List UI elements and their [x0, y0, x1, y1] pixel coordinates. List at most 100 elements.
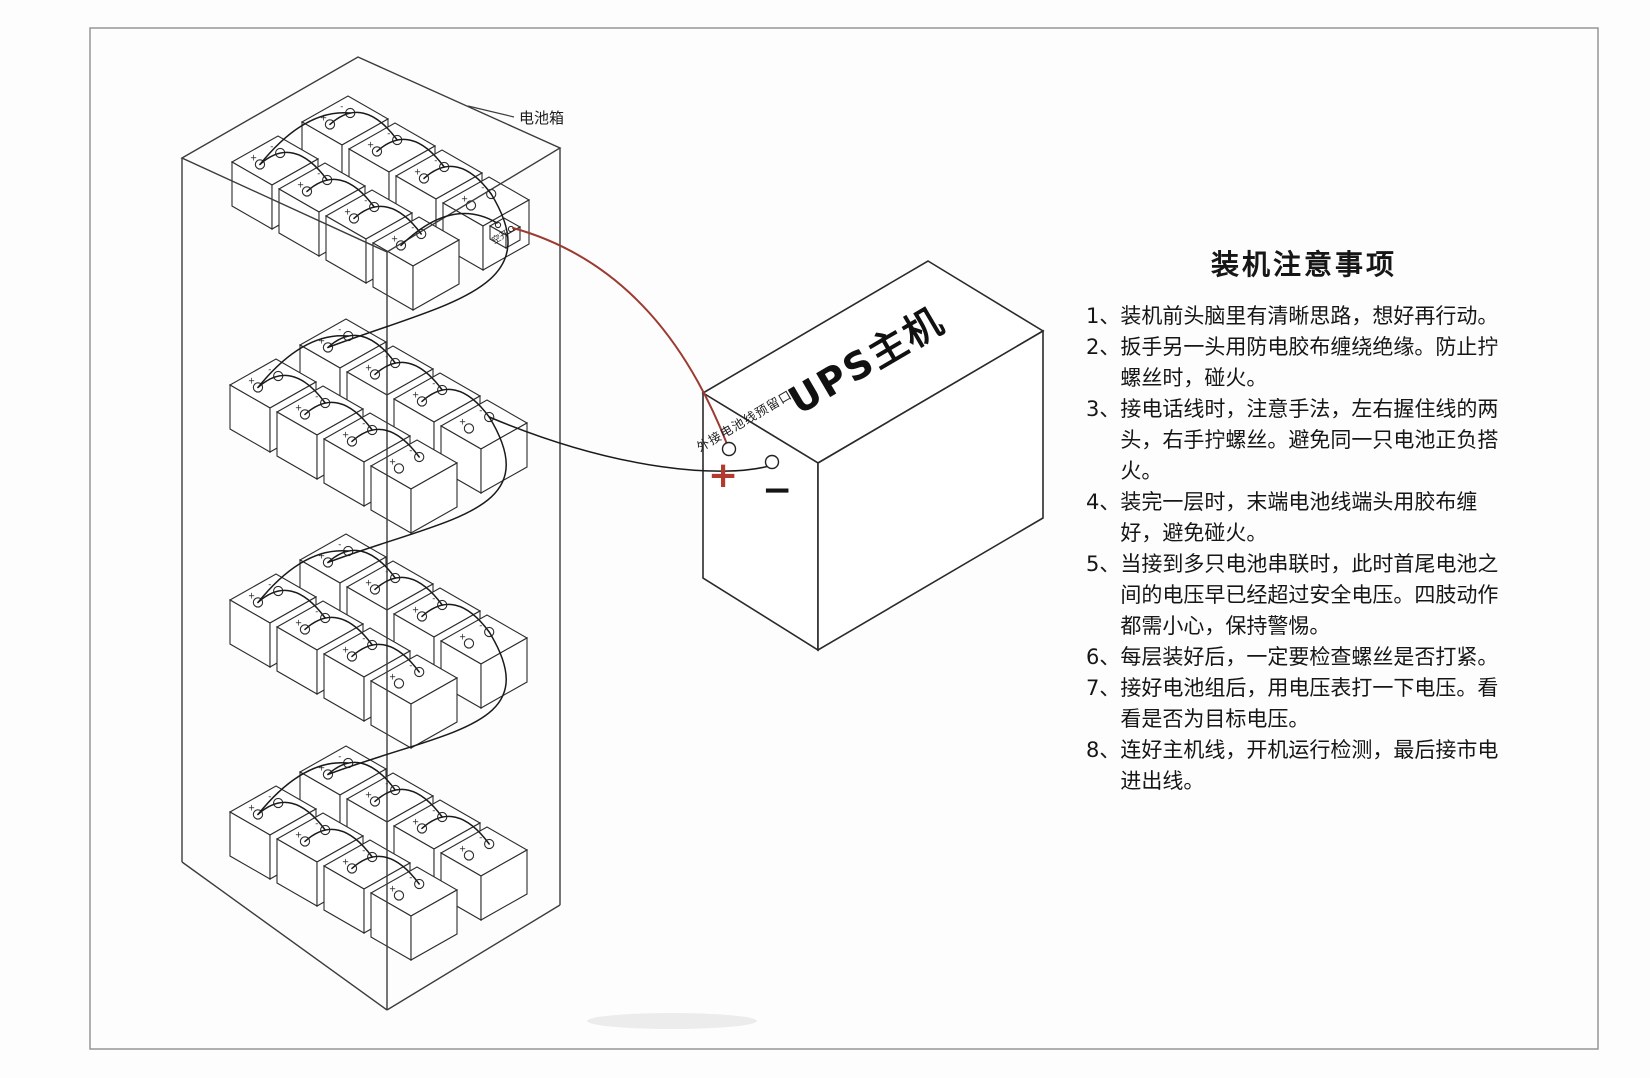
- battery: +-: [439, 399, 529, 494]
- battery-minus-mark: -: [315, 607, 318, 617]
- battery: +-: [439, 826, 529, 921]
- battery-plus-mark: +: [342, 645, 349, 655]
- positive-terminal: [721, 441, 737, 457]
- battery-plus-mark: +: [365, 363, 372, 373]
- battery-plus-mark: +: [459, 417, 466, 427]
- cabinet-bottom-left-edge: [181, 861, 388, 1011]
- battery-minus-mark: -: [432, 594, 435, 604]
- ups-side-face: [817, 329, 1044, 652]
- jumper-wire: [351, 643, 420, 673]
- notes-panel: 装机注意事项 1、 装机前头脑里有清晰思路，想好再行动。 2、 扳手另一头用防电…: [1086, 243, 1522, 797]
- jumper-wire: [351, 855, 420, 885]
- plus-sign: +: [708, 455, 738, 496]
- battery-plus-mark: +: [344, 207, 351, 217]
- battery-minus-mark: -: [315, 392, 318, 402]
- note-item: 7、 接好电池组后，用电压表打一下电压。看看是否为目标电压。: [1086, 673, 1522, 735]
- battery-minus-mark: -: [409, 446, 412, 456]
- jumper-wire: [421, 603, 490, 633]
- notes-title: 装机注意事项: [1210, 248, 1397, 281]
- jumper-wire: [376, 138, 445, 168]
- battery-plus-mark: +: [389, 457, 396, 467]
- battery-minus-mark: -: [362, 634, 365, 644]
- jumper-wire: [374, 788, 443, 818]
- battery-stack: +-+-+-+-+-+-+-+-+-+-+-+-+-+-+-+-+-+-+-+-…: [228, 95, 531, 961]
- battery-minus-mark: -: [479, 621, 482, 631]
- battery-minus-mark: -: [409, 661, 412, 671]
- battery-box-leader-line: [467, 105, 515, 118]
- battery-plus-mark: +: [318, 551, 325, 561]
- battery-plus-mark: +: [461, 194, 468, 204]
- note-item: 8、 连好主机线，开机运行检测，最后接市电进出线。: [1086, 735, 1522, 797]
- battery-plus-mark: +: [248, 376, 255, 386]
- minus-sign: −: [762, 470, 792, 511]
- jumper-wire: [257, 334, 349, 389]
- battery-plus-mark: +: [295, 403, 302, 413]
- battery-minus-mark: -: [409, 873, 412, 883]
- battery: +-: [369, 439, 459, 534]
- battery: +-: [275, 385, 365, 480]
- scan-smudge: [587, 1013, 757, 1029]
- battery-cabinet: [180, 56, 562, 1011]
- battery-side: [480, 637, 528, 709]
- battery-plus-mark: +: [295, 830, 302, 840]
- battery-plus-mark: +: [414, 167, 421, 177]
- note-number: 3、: [1086, 397, 1121, 421]
- battery-terminal: [393, 463, 405, 474]
- battery-plus-mark: +: [365, 578, 372, 588]
- ups-unit: UPS主机: [701, 260, 1045, 652]
- battery-terminal: [393, 678, 405, 689]
- battery-minus-mark: -: [362, 419, 365, 429]
- circuit-breaker: 空开: [488, 217, 522, 249]
- battery-plus-mark: +: [342, 857, 349, 867]
- battery-minus-mark: -: [362, 846, 365, 856]
- battery-side: [412, 239, 460, 311]
- battery-plus-mark: +: [459, 632, 466, 642]
- battery-side: [410, 677, 458, 749]
- note-number: 1、: [1086, 304, 1121, 328]
- note-number: 4、: [1086, 490, 1121, 514]
- wiring-layer: [257, 111, 770, 885]
- battery-terminal: [463, 638, 475, 649]
- note-text: 接电话线时，注意手法，左右握住线的两头，右手拧螺丝。避免同一只电池正负搭火。: [1120, 397, 1499, 483]
- note-text: 装机前头脑里有清晰思路，想好再行动。: [1120, 304, 1499, 328]
- battery-plus-mark: +: [320, 113, 327, 123]
- note-number: 5、: [1086, 552, 1121, 576]
- battery-minus-mark: -: [317, 169, 320, 179]
- note-number: 7、: [1086, 676, 1121, 700]
- battery-plus-mark: +: [318, 336, 325, 346]
- battery: +-: [369, 654, 459, 749]
- tier-link-wire: [327, 631, 507, 776]
- negative-terminal: [764, 454, 780, 470]
- battery-plus-mark: +: [318, 763, 325, 773]
- note-text: 连好主机线，开机运行检测，最后接市电进出线。: [1120, 738, 1499, 793]
- battery-plus-mark: +: [250, 153, 257, 163]
- battery-minus-mark: -: [270, 142, 273, 152]
- battery-minus-mark: -: [338, 752, 341, 762]
- jumper-wire: [374, 361, 443, 391]
- jumper-wire: [257, 374, 326, 404]
- jumper-wire: [259, 111, 351, 166]
- note-number: 2、: [1086, 335, 1121, 359]
- battery-terminal: [463, 423, 475, 434]
- jumper-wire: [257, 549, 349, 604]
- battery-minus-mark: -: [434, 156, 437, 166]
- battery-terminal: [463, 850, 475, 861]
- battery-side: [480, 849, 528, 921]
- jumper-wire: [304, 828, 373, 858]
- battery-plus-mark: +: [459, 844, 466, 854]
- jumper-wire: [259, 151, 328, 181]
- battery-minus-mark: -: [432, 806, 435, 816]
- battery-side: [480, 422, 528, 494]
- battery-plus-mark: +: [342, 430, 349, 440]
- battery-plus-mark: +: [297, 180, 304, 190]
- jumper-wire: [374, 576, 443, 606]
- battery-minus-mark: -: [364, 196, 367, 206]
- jumper-wire: [421, 388, 490, 418]
- jumper-wire: [257, 761, 349, 816]
- positive-wire: [512, 227, 728, 445]
- document-frame: [89, 27, 1599, 1050]
- negative-wire: [488, 416, 770, 472]
- battery-minus-mark: -: [338, 325, 341, 335]
